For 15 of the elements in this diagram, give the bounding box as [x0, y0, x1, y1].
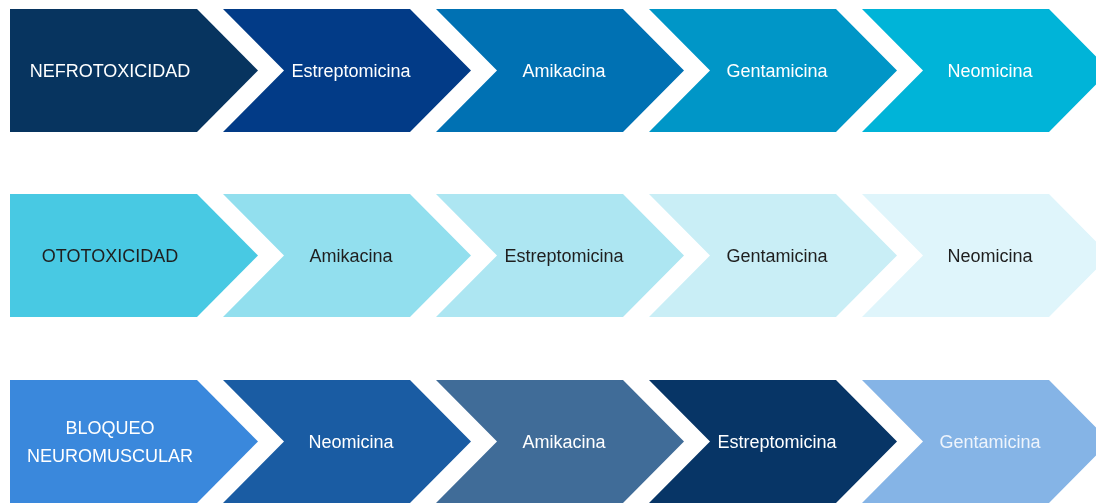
- drug-label: Gentamicina: [939, 430, 1041, 454]
- drug-label: Gentamicina: [726, 244, 828, 268]
- drug-label: Estreptomicina: [717, 430, 837, 454]
- drug-label: Estreptomicina: [291, 59, 411, 83]
- drug-label: Neomicina: [947, 244, 1033, 268]
- category-label: NEFROTOXICIDAD: [29, 59, 191, 83]
- drug-label: Estreptomicina: [504, 244, 624, 268]
- category-label: OTOTOXICIDAD: [41, 244, 179, 268]
- drug-label: Amikacina: [522, 430, 606, 454]
- drug-label: Gentamicina: [726, 59, 828, 83]
- drug-label: Neomicina: [947, 59, 1033, 83]
- drug-label: Amikacina: [309, 244, 393, 268]
- category-label: BLOQUEO NEUROMUSCULAR: [26, 416, 194, 468]
- drug-label: Neomicina: [308, 430, 394, 454]
- drug-label: Amikacina: [522, 59, 606, 83]
